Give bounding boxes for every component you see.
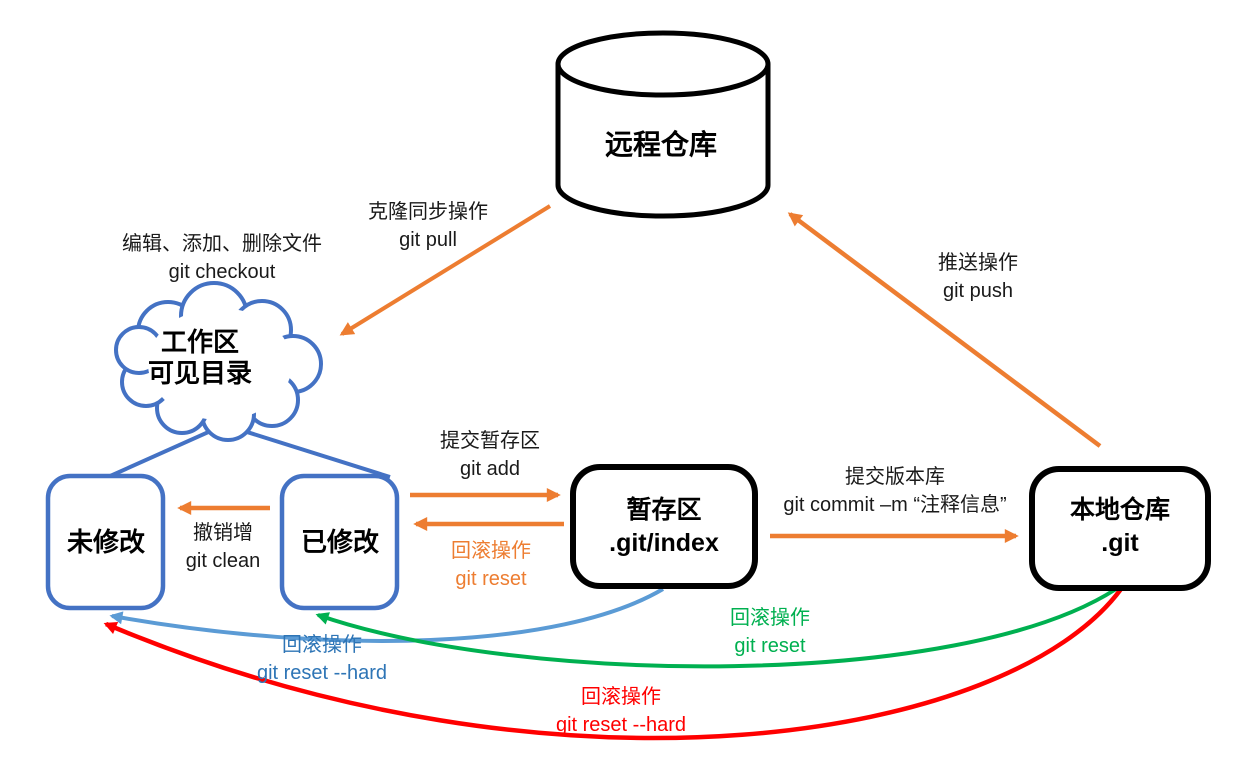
unmodified-label: 未修改 (66, 527, 146, 557)
local-repo-title-line2: .git (1101, 529, 1139, 557)
arrow-git-pull (339, 204, 552, 336)
edge-label-git-checkout: 编辑、添加、删除文件 git checkout (122, 233, 322, 283)
edge-label-git-pull: 克隆同步操作 git pull (368, 201, 488, 251)
curve-git-reset-hard-staging (109, 587, 665, 643)
cloud-center (148, 308, 292, 420)
edge-label-git-push: 推送操作 git push (938, 252, 1018, 302)
local-repo-title-line1: 本地仓库 (1069, 496, 1171, 524)
remote-repo-cylinder (555, 30, 771, 219)
remote-repo-cylinder-top (555, 30, 771, 98)
edge-label-git-add: 提交暂存区 git add (440, 430, 540, 480)
staging-title-line1: 暂存区 (626, 496, 702, 524)
remote-repo-cylinder-body (555, 64, 771, 219)
unmodified-box (45, 473, 166, 611)
workspace-label: 工作区 可见目录 (148, 327, 252, 389)
edge-label-git-reset-staging: 回滚操作 git reset (451, 540, 531, 590)
modified-box (279, 473, 400, 611)
staging-label: 暂存区 .git/index (609, 494, 719, 560)
remote-repo-title: 远程仓库 (604, 129, 718, 160)
workspace-cloud (114, 281, 323, 442)
edge-label-git-reset-local: 回滚操作 git reset (730, 607, 810, 657)
curve-git-reset-local (315, 587, 1118, 669)
modified-label: 已修改 (300, 527, 380, 557)
workspace-title-line1: 工作区 (160, 327, 240, 357)
staging-title-line2: .git/index (609, 529, 719, 557)
staging-box (570, 464, 758, 589)
local-repo-box (1029, 466, 1211, 591)
edge-label-git-reset-hard-local: 回滚操作 git reset --hard (555, 686, 687, 736)
local-repo-label: 本地仓库 .git (1070, 494, 1170, 560)
edge-label-git-commit: 提交版本库 git commit –m “注释信息” (783, 466, 1007, 516)
curve-git-reset-hard-local (103, 587, 1123, 741)
edge-label-git-clean: 撤销增 git clean (185, 522, 261, 572)
arrow-git-push (787, 212, 1102, 448)
workspace-title-line2: 可见目录 (147, 358, 253, 388)
remote-repo-label: 远程仓库 (605, 128, 717, 162)
edge-label-git-reset-hard-staging: 回滚操作 git reset --hard (256, 634, 388, 684)
